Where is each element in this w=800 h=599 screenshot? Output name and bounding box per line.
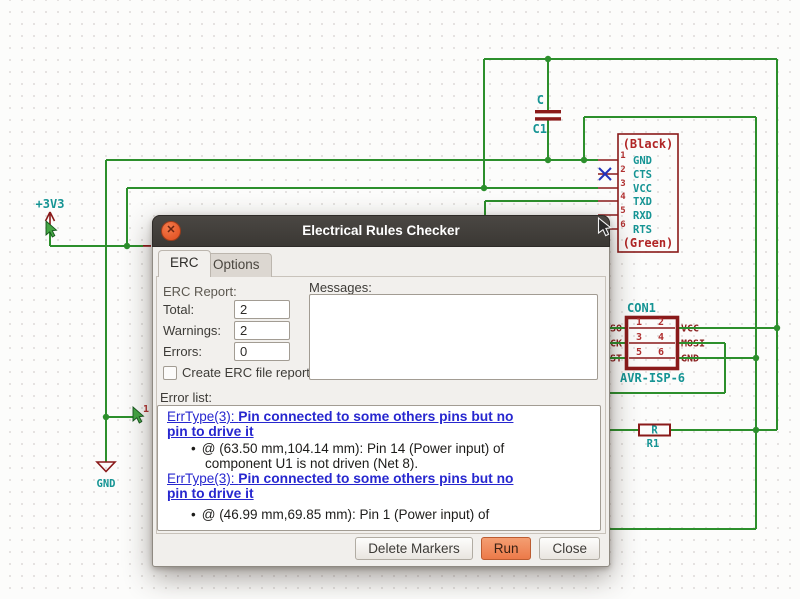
ground-label: GND — [97, 478, 116, 490]
error-detail: • @ (46.99 mm,69.85 mm): Pin 1 (Power inp… — [191, 507, 591, 523]
isp-connector-con1[interactable]: CON1 1 2 3 4 5 6 AVR-ISP-6 SO CK ST VCC … — [607, 301, 713, 385]
tab-options[interactable]: Options — [201, 253, 272, 277]
total-field[interactable] — [234, 300, 290, 319]
error-detail: • @ (63.50 mm,104.14 mm): Pin 14 (Power i… — [191, 441, 591, 471]
dialog-titlebar[interactable]: ✕ Electrical Rules Checker — [152, 215, 610, 247]
serial-pin-number: 5 — [620, 206, 625, 216]
warnings-field[interactable] — [234, 321, 290, 340]
error-list[interactable]: ErrType(3): Pin connected to some others… — [157, 405, 601, 531]
erc-marker-arrow-1[interactable] — [45, 220, 58, 238]
delete-markers-button[interactable]: Delete Markers — [355, 537, 473, 560]
warnings-label: Warnings: — [163, 323, 222, 338]
close-button-bottom[interactable]: Close — [539, 537, 600, 560]
serial-pin-name: TXD — [633, 196, 652, 208]
no-connect-cross — [598, 167, 612, 181]
net-label: ST — [610, 354, 622, 365]
run-button[interactable]: Run — [480, 537, 532, 560]
total-label: Total: — [163, 302, 195, 317]
net-label: CK — [610, 339, 622, 350]
schematic-wires — [49, 58, 778, 530]
error-title: Pin connected to some others pins but no — [238, 471, 514, 486]
create-erc-file-report-label: Create ERC file report — [182, 365, 310, 380]
serial-pin-name: RXD — [633, 210, 652, 222]
error-detail-text: component U1 is not driven (Net 8). — [205, 455, 419, 471]
messages-label: Messages: — [309, 280, 372, 295]
error-title: pin to drive it — [167, 423, 254, 439]
error-detail-text: @ (63.50 mm,104.14 mm): Pin 14 (Power in… — [201, 441, 505, 456]
capacitor-c1[interactable]: C C1 — [533, 93, 561, 136]
power-label: +3V3 — [36, 197, 65, 211]
error-title: pin to drive it — [167, 485, 254, 501]
serial-pin-name: VCC — [633, 183, 652, 195]
error-type-prefix: ErrType(3): — [167, 409, 239, 424]
erc-dialog-window: ✕ Electrical Rules Checker ERC Options E… — [152, 215, 610, 567]
create-erc-file-report-checkbox[interactable] — [163, 366, 177, 380]
isp-pin-number: 3 — [636, 332, 642, 343]
serial-bottom-note: (Green) — [623, 236, 674, 250]
serial-pin-number: 2 — [620, 165, 625, 175]
erc-marker-arrow-2[interactable] — [132, 406, 145, 424]
net-label: VCC — [681, 324, 699, 335]
hidden-pin-number: 1 — [143, 404, 149, 415]
error-link[interactable]: ErrType(3): Pin connected to some others… — [167, 471, 591, 501]
error-detail-text: @ (46.99 mm,69.85 mm): Pin 1 (Power inpu… — [201, 507, 490, 522]
error-title: Pin connected to some others pins but no — [238, 409, 514, 424]
serial-pin-name: RTS — [633, 224, 652, 236]
isp-ref: CON1 — [627, 301, 656, 315]
dialog-title: Electrical Rules Checker — [302, 223, 460, 238]
serial-top-note: (Black) — [623, 137, 674, 151]
net-label: SO — [610, 324, 622, 335]
errors-field[interactable] — [234, 342, 290, 361]
tab-erc[interactable]: ERC — [158, 250, 211, 277]
erc-report-group-label: ERC Report: — [163, 284, 237, 299]
isp-pin-number: 1 — [636, 317, 642, 328]
error-link[interactable]: ErrType(3): Pin connected to some others… — [167, 409, 591, 439]
serial-pin-number: 1 — [620, 151, 625, 161]
serial-pin-number: 4 — [620, 192, 626, 202]
serial-connector[interactable]: (Black) (Green) 1 2 3 4 5 6 GND CTS VCC … — [598, 133, 679, 253]
net-label: GND — [681, 354, 699, 365]
wire-junctions — [102, 55, 781, 434]
capacitor-ref: C — [537, 93, 544, 107]
resistor-ref: R — [651, 425, 658, 437]
isp-pin-number: 2 — [658, 317, 664, 328]
ground-symbol[interactable]: GND — [95, 461, 117, 490]
hidden-pin-stub — [143, 245, 151, 247]
serial-pin-number: 6 — [620, 220, 625, 230]
isp-value: AVR-ISP-6 — [620, 371, 685, 385]
messages-textarea[interactable] — [309, 294, 598, 380]
isp-pin-number: 6 — [658, 347, 664, 358]
capacitor-value: C1 — [533, 122, 547, 136]
resistor-value: R1 — [647, 438, 660, 450]
isp-pin-number: 5 — [636, 347, 642, 358]
close-button[interactable]: ✕ — [161, 221, 181, 241]
serial-pin-name: GND — [633, 155, 652, 167]
bullet-icon: • — [191, 507, 196, 522]
error-type-prefix: ErrType(3): — [167, 471, 239, 486]
error-list-label: Error list: — [160, 390, 212, 405]
serial-pin-name: CTS — [633, 169, 652, 181]
bullet-icon: • — [191, 441, 196, 456]
serial-pin-number: 3 — [620, 179, 625, 189]
isp-pin-number: 4 — [658, 332, 664, 343]
net-label: MOSI — [681, 339, 705, 350]
errors-label: Errors: — [163, 344, 202, 359]
mouse-cursor-icon — [597, 217, 613, 237]
resistor-r1[interactable]: R R1 — [638, 423, 671, 451]
